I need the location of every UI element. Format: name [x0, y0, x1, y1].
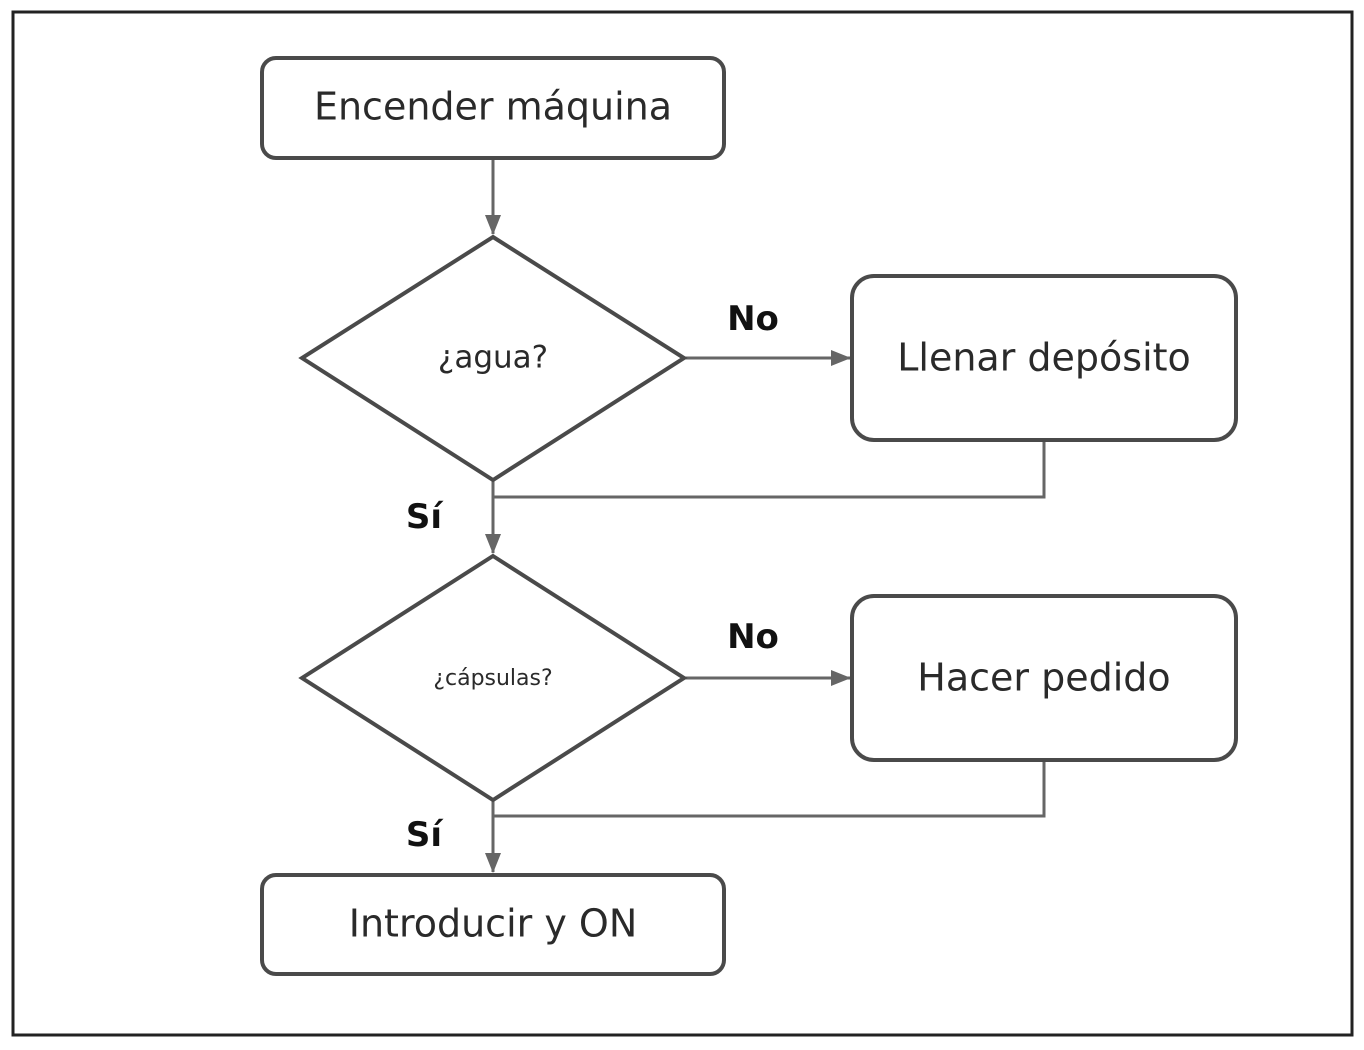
edge-label-water-no: No: [727, 299, 779, 339]
node-end: Introducir y ON: [260, 873, 726, 976]
node-capsules-check-label: ¿cápsulas?: [433, 666, 552, 691]
node-fill-tank: Llenar depósito: [850, 274, 1238, 442]
edge-label-capsules-yes: Sí: [406, 815, 444, 855]
edge-label-water-yes: Sí: [406, 497, 444, 537]
edge-order-return: [493, 760, 1046, 818]
node-water-check-label: ¿agua?: [438, 340, 548, 376]
node-order-label: Hacer pedido: [917, 656, 1170, 700]
node-fill-tank-label: Llenar depósito: [897, 336, 1191, 380]
node-order: Hacer pedido: [850, 594, 1238, 762]
edge-fill-return: [493, 440, 1046, 499]
node-start-label: Encender máquina: [314, 85, 672, 129]
node-water-check: ¿agua?: [298, 234, 688, 483]
edge-label-capsules-no: No: [727, 617, 779, 657]
node-capsules-check: ¿cápsulas?: [298, 553, 688, 803]
node-start: Encender máquina: [260, 56, 726, 160]
node-end-label: Introducir y ON: [349, 902, 638, 946]
diagram-border: [11, 10, 1354, 1037]
